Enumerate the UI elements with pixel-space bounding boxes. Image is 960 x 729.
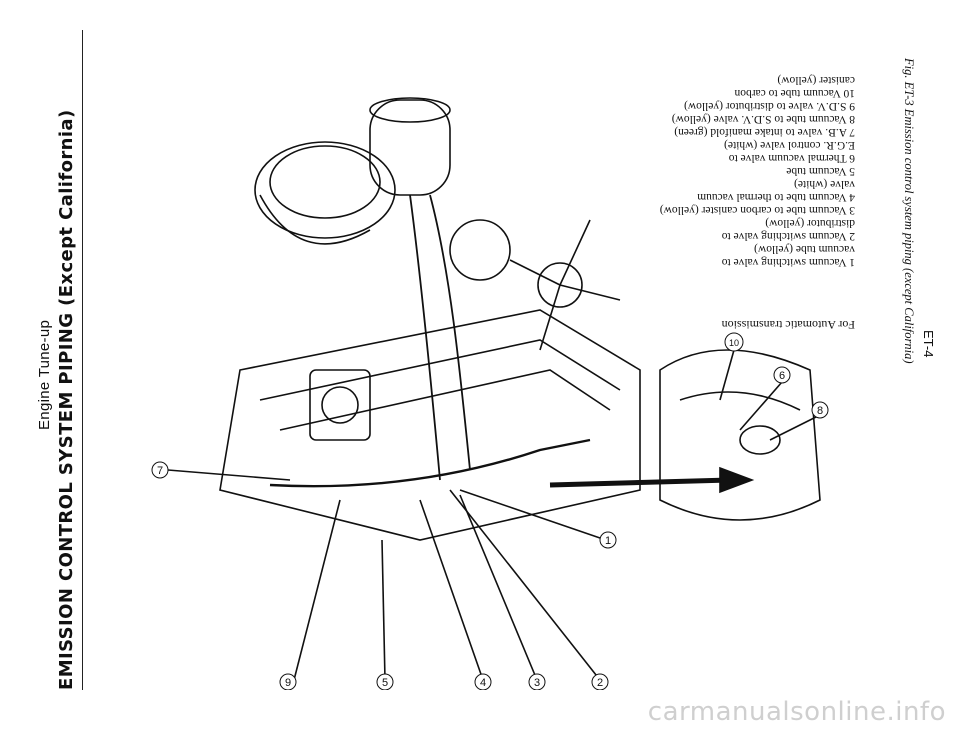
callout-3: 3	[528, 673, 546, 690]
callout-1: 1	[599, 531, 617, 549]
vacuum-tube-harness	[269, 438, 591, 488]
legend-line: 6 Thermal vacuum valve to	[728, 152, 855, 164]
inset-arrow	[549, 477, 731, 488]
legend-line: 3 Vacuum tube to carbon canister (yellow…	[659, 204, 855, 216]
svg-text:7: 7	[157, 465, 163, 477]
section-header: Engine Tune-up	[36, 319, 53, 430]
svg-text:5: 5	[382, 677, 388, 689]
callout-6: 6	[773, 366, 791, 384]
svg-text:9: 9	[285, 677, 291, 689]
svg-text:10: 10	[729, 338, 739, 348]
callout-8: 8	[811, 401, 829, 419]
legend-line: canister (yellow)	[777, 74, 855, 86]
auto-transmission-inset	[659, 349, 821, 521]
svg-text:3: 3	[534, 677, 540, 689]
svg-text:4: 4	[480, 677, 486, 689]
page-number: ET-4	[921, 330, 936, 358]
callout-10: 10	[724, 332, 744, 352]
legend-line: 4 Vacuum tube to thermal vacuum	[697, 191, 855, 203]
svg-text:2: 2	[597, 677, 603, 689]
engine-piping-illustration: 7 1 2 3 4 5 9 6 8 10	[151, 97, 829, 690]
alternator	[449, 219, 511, 281]
callout-9: 9	[279, 673, 297, 690]
automatic-transmission-note: For Automatic transmission	[721, 318, 855, 332]
svg-text:1: 1	[605, 535, 611, 547]
fan-hub	[537, 262, 583, 308]
legend-line: 2 Vacuum switching valve to	[721, 230, 855, 242]
svg-text:6: 6	[779, 370, 785, 382]
svg-text:8: 8	[817, 405, 823, 417]
air-cleaner	[254, 141, 396, 239]
legend-line: 10 Vacuum tube to carbon	[734, 87, 855, 99]
title-divider	[82, 30, 83, 690]
callout-4: 4	[474, 673, 492, 690]
watermark: carmanualsonline.info	[647, 697, 946, 727]
legend-line: valve (white)	[794, 178, 855, 190]
legend-line: 1 Vacuum switching valve to	[721, 256, 855, 268]
figure-caption: Fig. ET-3 Emission control system piping…	[902, 58, 916, 364]
legend-line: 8 Vacuum tube to S.D.V. valve (yellow)	[671, 113, 855, 125]
legend-line: 9 S.D.V. valve to distributor (yellow)	[684, 100, 855, 112]
engine-block	[219, 309, 641, 541]
page-title: EMISSION CONTROL SYSTEM PIPING (Except C…	[56, 109, 77, 690]
callout-5: 5	[376, 673, 394, 690]
legend-line: distributor (yellow)	[765, 217, 855, 229]
legend-line: 7 A.B. valve to intake manifold (green)	[674, 126, 855, 138]
carburetor	[309, 369, 371, 441]
parts-legend: 1 Vacuum switching valve to vacuum tube …	[645, 74, 855, 278]
callout-7: 7	[151, 461, 169, 479]
legend-line: vacuum tube (yellow)	[754, 243, 855, 255]
legend-line: E.G.R. control valve (white)	[724, 139, 855, 151]
carbon-canister	[369, 99, 451, 196]
callout-2: 2	[591, 673, 609, 690]
legend-line: 5 Vacuum tube	[786, 165, 855, 177]
